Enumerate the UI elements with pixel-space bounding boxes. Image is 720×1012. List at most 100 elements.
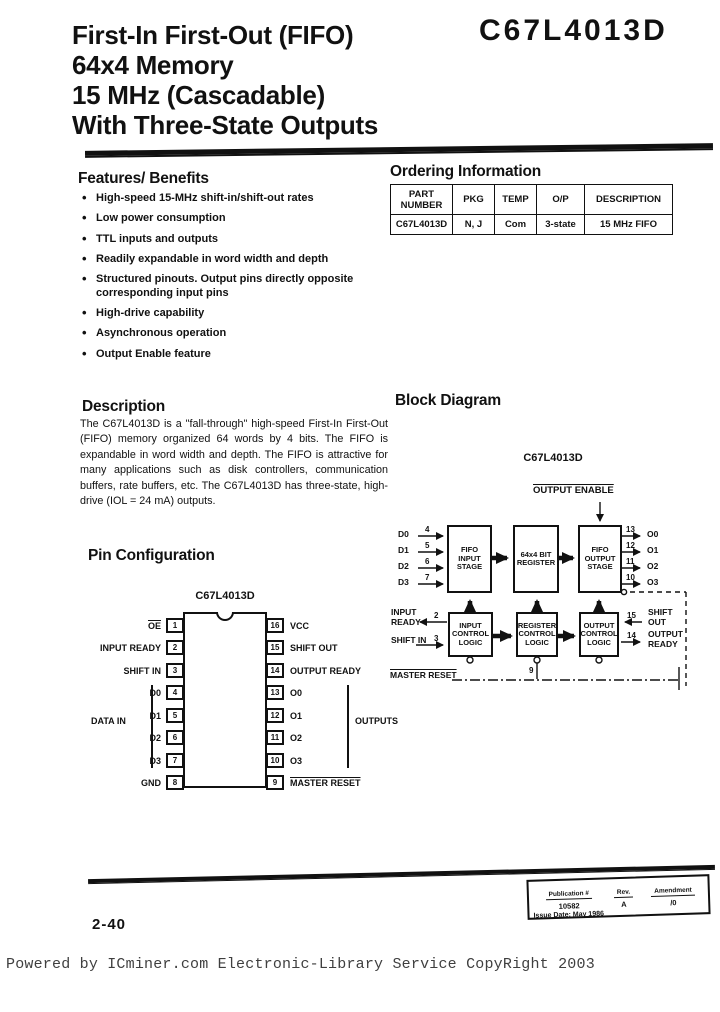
shift-out-pin-number: 15 <box>627 611 636 620</box>
shift-out-label: SHIFT OUT <box>648 607 673 627</box>
pin-13-label: O0 <box>290 688 303 698</box>
cell-pkg: N, J <box>452 214 495 235</box>
bit-register-block: 64x4 BIT REGISTER <box>513 525 559 593</box>
data-in-bracket <box>151 685 153 768</box>
title-line-2: 64x4 Memory <box>72 50 234 80</box>
cell-temp: Com <box>494 214 537 235</box>
pin-12-box: 12 <box>266 708 284 723</box>
shift-in-label: SHIFT IN <box>391 635 427 645</box>
pin-configuration-diagram: C67L4013D 1 2 3 4 5 6 7 8 OE INPUT READY… <box>85 585 425 810</box>
revision-value: A <box>620 899 627 909</box>
pin-8-box: 8 <box>166 775 184 790</box>
pin-11-box: 11 <box>266 730 284 745</box>
pin-6-label: D2 <box>149 733 161 743</box>
revision-label: Rev. <box>613 888 634 899</box>
d0-pin-number: 4 <box>425 525 430 534</box>
ordering-header-row: PART NUMBER PKG TEMP O/P DESCRIPTION <box>390 184 673 215</box>
cell-op: 3-state <box>536 214 585 235</box>
pin-5-label: D1 <box>149 711 161 721</box>
o0-pin-number: 13 <box>626 525 635 534</box>
o2-pin-number: 11 <box>626 557 635 566</box>
col-description: DESCRIPTION <box>584 184 673 215</box>
publication-box: Publication # 10582 Rev. A Amendment /0 … <box>526 874 711 920</box>
d2-pin-number: 6 <box>425 557 430 566</box>
d3-pin-number: 7 <box>425 573 430 582</box>
shift-in-pin-number: 3 <box>434 634 439 643</box>
pin-14-label: OUTPUT READY <box>290 666 362 676</box>
ordering-data-row: C67L4013D N, J Com 3-state 15 MHz FIFO <box>390 214 673 235</box>
pin-5-box: 5 <box>166 708 184 723</box>
input-ready-pin-number: 2 <box>434 611 439 620</box>
output-enable-label: OUTPUT ENABLE <box>533 485 614 496</box>
feature-item: Asynchronous operation <box>80 326 392 341</box>
cell-description: 15 MHz FIFO <box>584 214 673 235</box>
feature-item: High-speed 15-MHz shift-in/shift-out rat… <box>80 191 392 206</box>
pin-16-label: VCC <box>290 621 310 631</box>
o2-label: O2 <box>647 561 659 571</box>
pin-configuration-heading: Pin Configuration <box>88 547 215 564</box>
feature-item: Output Enable feature <box>80 347 392 362</box>
publication-number-label: Publication # <box>545 889 593 901</box>
title-line-4: With Three-State Outputs <box>72 110 379 140</box>
features-list: High-speed 15-MHz shift-in/shift-out rat… <box>80 191 392 368</box>
pin-15-box: 15 <box>266 640 284 655</box>
block-diagram-chip-label: C67L4013D <box>523 452 583 464</box>
pin-10-label: O3 <box>290 756 303 766</box>
part-number-heading: C67L4013D <box>479 14 668 47</box>
col-pkg: PKG <box>452 184 495 215</box>
data-in-group-label: DATA IN <box>91 716 126 726</box>
o1-pin-number: 12 <box>626 541 635 550</box>
d3-label: D3 <box>398 577 409 587</box>
col-op: O/P <box>536 184 585 215</box>
pin-15-label: SHIFT OUT <box>290 643 338 653</box>
pin-9-box: 9 <box>266 775 284 790</box>
d1-pin-number: 5 <box>425 541 430 550</box>
fifo-output-stage-block: FIFO OUTPUT STAGE <box>578 525 622 593</box>
col-temp: TEMP <box>494 184 537 215</box>
dip-package-body <box>183 612 267 788</box>
ordering-heading: Ordering Information <box>390 163 542 180</box>
o3-label: O3 <box>647 577 659 587</box>
pin-3-box: 3 <box>166 663 184 678</box>
pin-1-box: 1 <box>166 618 184 633</box>
outputs-group-label: OUTPUTS <box>355 716 399 726</box>
block-diagram-wires-graphic <box>416 502 687 690</box>
header-divider-rule <box>84 143 714 158</box>
title-line-3: 15 MHz (Cascadable) <box>72 80 325 110</box>
pin-2-label: INPUT READY <box>99 643 161 653</box>
output-ready-pin-number: 14 <box>627 631 636 640</box>
pin-10-box: 10 <box>266 753 284 768</box>
amendment-value: /0 <box>670 898 677 908</box>
description-heading: Description <box>82 398 166 415</box>
o1-label: O1 <box>647 545 659 555</box>
feature-item: TTL inputs and outputs <box>80 232 392 247</box>
pin-4-label: D0 <box>149 688 161 698</box>
input-control-logic-block: INPUT CONTROL LOGIC <box>448 612 493 657</box>
register-control-logic-block: REGISTER CONTROL LOGIC <box>516 612 558 657</box>
feature-item: High-drive capability <box>80 306 392 321</box>
master-reset-label: MASTER RESET <box>390 670 457 680</box>
pin-16-box: 16 <box>266 618 284 633</box>
pin-9-label: MASTER RESET <box>290 778 361 788</box>
block-diagram-heading: Block Diagram <box>395 392 501 409</box>
pin-11-label: O2 <box>290 733 303 743</box>
d1-label: D1 <box>398 545 409 555</box>
amendment-label: Amendment <box>651 886 695 897</box>
title-line-1: First-In First-Out (FIFO) <box>72 20 354 50</box>
pin-config-chip-label: C67L4013D <box>195 590 255 602</box>
outputs-bracket <box>347 685 349 768</box>
d0-label: D0 <box>398 529 409 539</box>
pin-6-box: 6 <box>166 730 184 745</box>
o3-pin-number: 10 <box>626 573 635 582</box>
pin-7-box: 7 <box>166 753 184 768</box>
output-control-logic-block: OUTPUT CONTROL LOGIC <box>579 612 619 657</box>
pin-13-box: 13 <box>266 685 284 700</box>
document-title: First-In First-Out (FIFO) 64x4 Memory 15… <box>72 20 472 140</box>
input-ready-label: INPUT READY <box>391 607 421 627</box>
block-diagram: C67L4013D OUTPUT ENABLE FIFO INPUT STAGE… <box>390 440 720 702</box>
col-part-number: PART NUMBER <box>390 184 453 215</box>
pin-4-box: 4 <box>166 685 184 700</box>
description-body: The C67L4013D is a "fall-through" high-s… <box>80 418 388 508</box>
pin-7-label: D3 <box>149 756 161 766</box>
